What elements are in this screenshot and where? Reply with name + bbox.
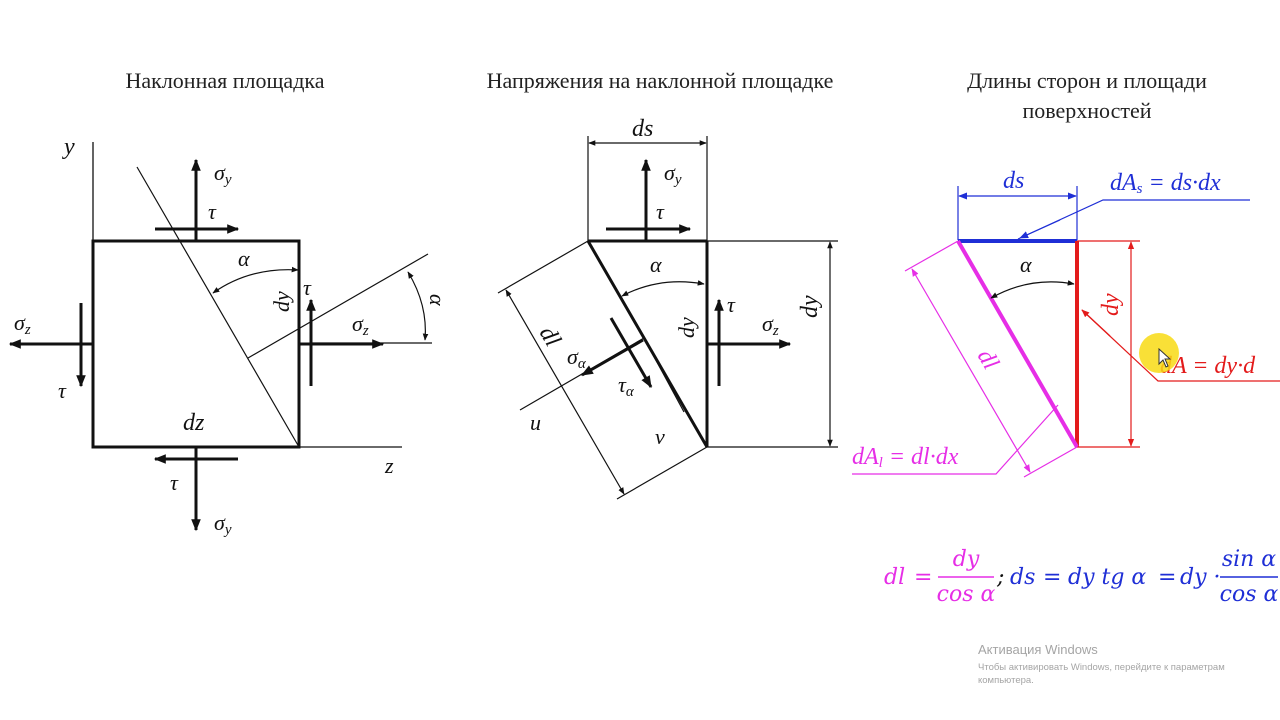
tau-right-label: τ (727, 292, 736, 317)
alpha-label-rotated: α (425, 294, 450, 306)
dAs-leader-line (1017, 199, 1250, 240)
areas-diagram: ds dAs = ds·dx dy dA = dy·d dl dAl = dl·… (852, 168, 1280, 478)
watermark-title: Активация Windows (978, 642, 1098, 657)
sigma-z-left-label: σz (14, 310, 31, 338)
dAl-label: dAl = dl·dx (852, 444, 959, 471)
u-axis-label: u (530, 410, 541, 435)
dl-dimension (505, 289, 625, 495)
title-sides-line1: Длины сторон и площади (967, 68, 1207, 93)
tau-bottom-label: τ (170, 470, 179, 495)
alpha-label: α (1020, 252, 1032, 277)
dAl-leader-line (852, 404, 1059, 475)
sigma-alpha-arrow (580, 338, 644, 377)
dz-label: dz (183, 410, 205, 436)
sigma-y-label: σy (664, 160, 682, 188)
tau-alpha-label: τα (618, 372, 635, 400)
tau-right-label: τ (303, 275, 312, 300)
watermark-body: Чтобы активировать Windows, перейдите к … (978, 662, 1225, 686)
dy-label: dy (1098, 293, 1124, 316)
title-inclined-plane: Наклонная площадка (125, 68, 324, 93)
tau-top-label: τ (656, 199, 665, 224)
formula-cos-denominator-2: cos α (1220, 582, 1279, 607)
tau-left-label: τ (58, 378, 67, 403)
dAs-label: dAs = ds·dx (1110, 170, 1221, 197)
title-sides-line2: поверхностей (1022, 98, 1151, 123)
inclined-cut-line (136, 166, 300, 448)
alpha-label: α (650, 252, 662, 277)
formula-eq-1: = (914, 565, 932, 590)
title-stresses: Напряжения на наклонной площадке (487, 68, 834, 93)
dl-edge (956, 239, 1079, 449)
alpha-label: α (238, 246, 250, 271)
dy-label: dy (269, 291, 294, 312)
stresses-diagram: ds dy dy α dl u v σα τα σy τ (497, 116, 838, 500)
dl-extension-bottom (1023, 446, 1078, 478)
dl-extension-top (497, 240, 589, 294)
v-axis-label: v (655, 424, 665, 449)
dl-label: dl (972, 345, 1004, 374)
formula-sin-numerator: sin α (1222, 547, 1276, 572)
formula-ds-lhs: ds (1010, 565, 1035, 590)
mouse-pointer-icon (1158, 348, 1172, 368)
sigma-y-top-label: σy (214, 160, 232, 188)
ds-label: ds (1003, 168, 1024, 194)
sigma-alpha-label: σα (567, 344, 587, 372)
alpha-arc-right (407, 271, 429, 341)
formula: dl = dy cos α ; ds = dy tg α = dy · sin … (884, 547, 1278, 607)
formula-dy-dot: dy · (1180, 565, 1221, 590)
y-axis-label: y (62, 134, 75, 160)
alpha-arc-top (212, 266, 299, 294)
sigma-z-label: σz (762, 311, 779, 339)
sigma-y-bottom-label: σy (214, 510, 232, 538)
normal-line (247, 253, 429, 359)
inclined-plane-diagram: y z α α dy dz σy τ σy τ σz τ σz (8, 134, 450, 538)
tau-alpha-arrow (609, 317, 653, 389)
formula-cos-denominator: cos α (937, 582, 996, 607)
formula-eq-3: = (1158, 565, 1176, 590)
z-axis-label: z (384, 453, 394, 478)
formula-dy-tg: dy tg α (1068, 565, 1146, 590)
dAs-leader-arrow (1019, 219, 1061, 239)
formula-dy-numerator: dy (953, 547, 980, 572)
tau-top-label: τ (208, 199, 217, 224)
formula-dl-lhs: dl (884, 565, 905, 590)
windows-activation-watermark: Активация Windows Чтобы активировать Win… (978, 642, 1268, 687)
dy-inner-label: dy (674, 317, 699, 338)
dl-extension-top (904, 240, 959, 272)
ds-label: ds (632, 116, 653, 142)
formula-separator: ; (996, 565, 1004, 590)
dl-extension-bottom (616, 446, 708, 500)
formula-eq-2: = (1043, 565, 1061, 590)
dAy-leader-arrow (1081, 309, 1111, 337)
sigma-z-right-label: σz (352, 311, 369, 339)
dy-dim-label: dy (797, 295, 823, 318)
alpha-arc (621, 280, 705, 297)
v-axis (643, 337, 685, 413)
dl-dimension (911, 268, 1031, 473)
alpha-arc (990, 280, 1075, 299)
